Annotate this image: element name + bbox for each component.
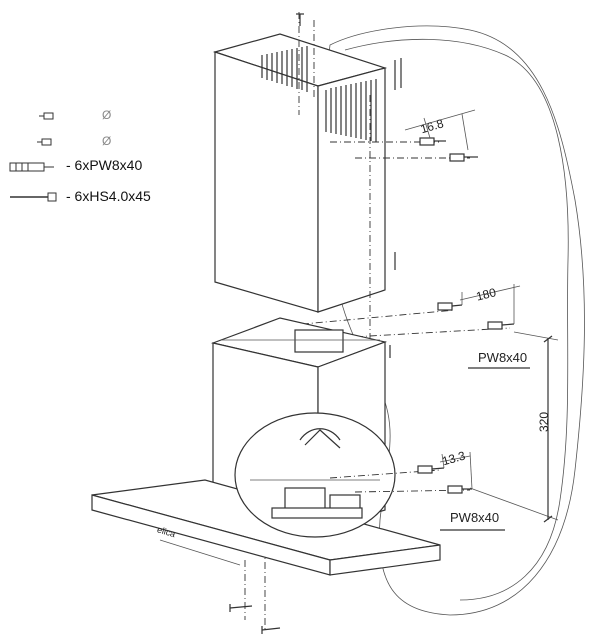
cutaway-detail [234, 412, 396, 538]
legend-symbol-2: Ø [102, 134, 112, 148]
bottom-screws [229, 604, 281, 634]
brand-label: elica [156, 524, 177, 539]
upper-bracket-fixings [330, 109, 478, 162]
screw-small-icon [37, 138, 52, 146]
legend-wall-plug: - 6xPW8x40 [66, 157, 143, 173]
dimension-lower-bracket: 13.3 [441, 448, 468, 468]
plug-label-lower: PW8x40 [450, 510, 499, 525]
legend-symbol-1: Ø [102, 108, 112, 122]
wall-outline-inner [344, 38, 569, 601]
dimension-vertical: 320 [537, 412, 551, 432]
dimension-middle: 180 [475, 285, 498, 304]
vertical-dimension [469, 331, 559, 523]
upper-chimney [212, 33, 402, 313]
wall-plug-icon [9, 162, 54, 172]
long-screw-icon [10, 192, 57, 202]
lower-bracket-fixings [329, 451, 473, 494]
plug-label-upper: PW8x40 [478, 350, 527, 365]
dimension-upper-bracket: 16.8 [419, 116, 446, 136]
legend-long-screw: - 6xHS4.0x45 [66, 188, 151, 204]
top-screw [296, 13, 304, 26]
screw-small-icon [39, 112, 54, 120]
